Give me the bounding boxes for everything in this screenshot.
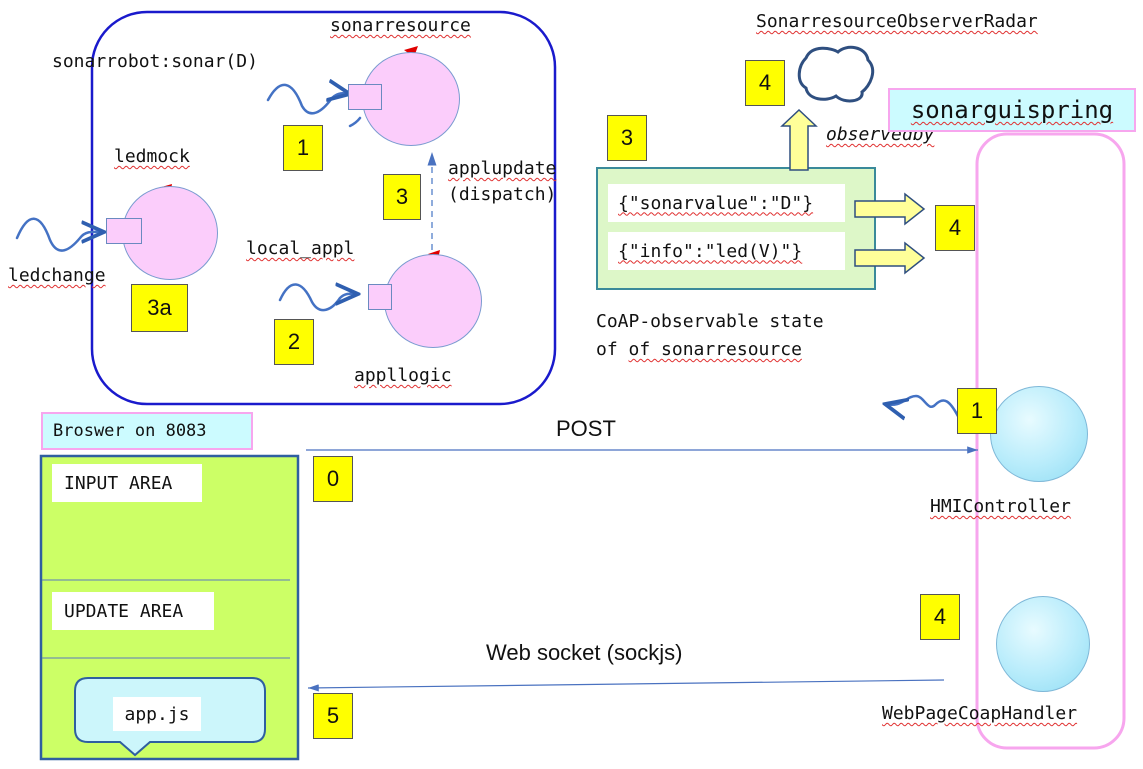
sonarresource-port — [348, 84, 382, 110]
update-area[interactable]: UPDATE AREA — [52, 592, 214, 630]
info-json-text: {"info":"led(V)"} — [618, 240, 803, 262]
webpagecoaphandler-label: WebPageCoapHandler — [882, 703, 1078, 724]
badge-3-robot: 3 — [383, 174, 421, 220]
info-json: {"info":"led(V)"} — [608, 232, 845, 270]
appjs-text: app.js — [124, 703, 190, 725]
hmicontroller-actor — [990, 386, 1088, 482]
sonarrobot-title: sonarrobot:sonar(D) — [52, 51, 258, 72]
ledchange-squiggle-icon — [15, 217, 104, 252]
sonarguispring-title-box: sonarguispring — [888, 88, 1136, 132]
hmicontroller-label: HMIController — [930, 496, 1071, 517]
post-label: POST — [556, 416, 616, 441]
webpagecoaphandler-actor — [996, 596, 1090, 692]
appllogic-label: appllogic — [354, 365, 452, 386]
radar-label: SonarresourceObserverRadar — [756, 11, 1038, 32]
badge-3a-robot: 3a — [131, 284, 188, 332]
local-appl-squiggle-icon — [278, 284, 358, 312]
websocket-label: Web socket (sockjs) — [486, 640, 682, 666]
sonarrobot-frame — [90, 10, 557, 406]
browser-title: Broswer on 8083 — [53, 421, 207, 441]
sonarvalue-json-text: {"sonarvalue":"D"} — [618, 192, 814, 214]
sonarresource-label: sonarresource — [330, 15, 471, 36]
applupdate-label: applupdate (dispatch) — [448, 156, 556, 208]
appllogic-actor — [384, 254, 482, 348]
badge-4-radar: 4 — [745, 60, 785, 106]
hmi-squiggle-icon — [885, 394, 962, 422]
coap-caption-line2: of of sonarresource — [596, 339, 802, 360]
ledchange-label: ledchange — [8, 265, 106, 286]
sonarvalue-arrow — [854, 192, 926, 226]
coap-caption-resource: of sonarresource — [628, 339, 802, 360]
coap-caption-line1: CoAP-observable state — [596, 311, 824, 332]
badge-1-hmi: 1 — [957, 388, 997, 434]
sonarguispring-frame — [975, 132, 1126, 750]
sonarguispring-title: sonarguispring — [910, 96, 1114, 124]
appllogic-port — [368, 284, 392, 310]
ledmock-port — [106, 218, 142, 244]
applupdate-line2: (dispatch) — [448, 184, 557, 205]
input-area[interactable]: INPUT AREA — [52, 464, 202, 502]
radar-cloud-icon — [797, 45, 875, 103]
local-appl-label: local_appl — [246, 238, 355, 259]
observedby-arrow — [780, 108, 818, 171]
applupdate-line1: applupdate — [448, 158, 557, 179]
sonarvalue-json: {"sonarvalue":"D"} — [608, 184, 845, 222]
coap-caption: CoAP-observable state of of sonarresourc… — [596, 308, 824, 364]
badge-0: 0 — [313, 456, 353, 502]
appjs-label: app.js — [113, 697, 201, 731]
info-arrow — [854, 241, 926, 275]
websocket-arrow — [307, 679, 945, 692]
badge-4-gui: 4 — [920, 594, 960, 640]
browser-title-box: Broswer on 8083 — [41, 412, 253, 450]
badge-2-robot: 2 — [274, 319, 314, 365]
sonar-squiggle-icon — [266, 85, 350, 115]
ledmock-label: ledmock — [114, 146, 190, 167]
badge-1-robot: 1 — [283, 125, 323, 171]
sonar-squiggle-tail — [348, 116, 362, 128]
badge-5: 5 — [313, 693, 353, 739]
badge-3-coap: 3 — [607, 115, 647, 161]
websocket-text: Web socket (sockjs) — [486, 640, 683, 665]
badge-4-coap: 4 — [935, 205, 975, 251]
